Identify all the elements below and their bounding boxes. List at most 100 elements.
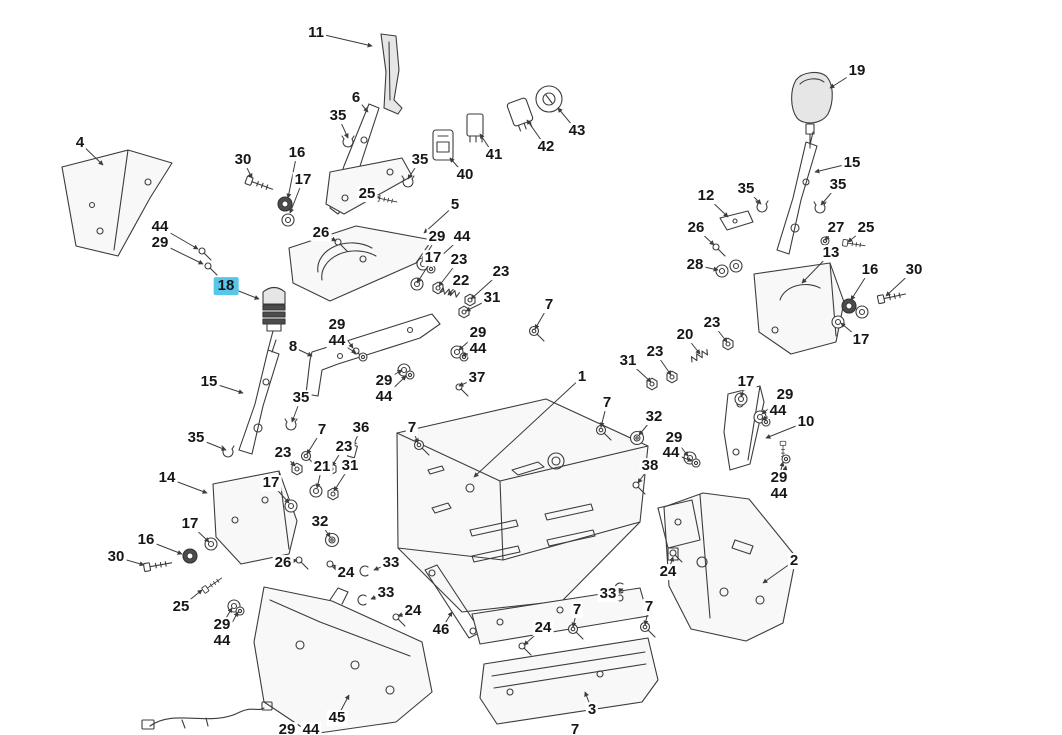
part-label-44[interactable]: 44: [660, 444, 682, 462]
part-label-7[interactable]: 7: [642, 598, 656, 616]
part-label-30[interactable]: 30: [903, 261, 925, 279]
part-label-32[interactable]: 32: [309, 513, 331, 531]
part-label-15[interactable]: 15: [841, 154, 863, 172]
part-label-25[interactable]: 25: [356, 185, 378, 203]
part-label-44[interactable]: 44: [326, 332, 348, 350]
part-label-22[interactable]: 22: [450, 272, 472, 290]
part-label-45[interactable]: 45: [326, 709, 348, 727]
part-label-29[interactable]: 29: [149, 234, 171, 252]
part-label-1[interactable]: 1: [575, 368, 589, 386]
part-label-26[interactable]: 26: [685, 219, 707, 237]
part-label-7[interactable]: 7: [568, 722, 582, 735]
part-label-44[interactable]: 44: [300, 722, 322, 735]
part-label-26[interactable]: 26: [310, 224, 332, 242]
part-label-8[interactable]: 8: [286, 338, 300, 356]
part-label-29[interactable]: 29: [774, 386, 796, 404]
part-label-15[interactable]: 15: [198, 373, 220, 391]
part-label-29[interactable]: 29: [211, 616, 233, 634]
part-label-24[interactable]: 24: [402, 602, 424, 620]
part-label-33[interactable]: 33: [597, 585, 619, 603]
part-label-23[interactable]: 23: [490, 263, 512, 281]
part-8-bracket: [305, 313, 441, 397]
part-label-17[interactable]: 17: [422, 249, 444, 267]
part-label-38[interactable]: 38: [639, 457, 661, 475]
part-label-7[interactable]: 7: [315, 421, 329, 439]
part-label-31[interactable]: 31: [481, 289, 503, 307]
part-label-23[interactable]: 23: [272, 444, 294, 462]
part-label-16[interactable]: 16: [135, 531, 157, 549]
part-label-46[interactable]: 46: [430, 621, 452, 639]
part-label-13[interactable]: 13: [820, 244, 842, 262]
part-label-17[interactable]: 17: [735, 373, 757, 391]
part-label-27[interactable]: 27: [825, 219, 847, 237]
part-label-44[interactable]: 44: [768, 485, 790, 503]
part-label-7[interactable]: 7: [542, 296, 556, 314]
part-label-44[interactable]: 44: [373, 388, 395, 406]
part-label-35[interactable]: 35: [290, 389, 312, 407]
part-label-7[interactable]: 7: [405, 419, 419, 437]
part-label-26[interactable]: 26: [272, 554, 294, 572]
part-label-44[interactable]: 44: [767, 402, 789, 420]
part-label-20[interactable]: 20: [674, 326, 696, 344]
part-label-44[interactable]: 44: [467, 340, 489, 358]
part-label-16[interactable]: 16: [859, 261, 881, 279]
part-label-44[interactable]: 44: [149, 218, 171, 236]
part-label-7[interactable]: 7: [600, 394, 614, 412]
part-label-4[interactable]: 4: [73, 134, 87, 152]
part-label-44[interactable]: 44: [211, 632, 233, 650]
part-label-12[interactable]: 12: [695, 187, 717, 205]
part-label-30[interactable]: 30: [105, 548, 127, 566]
part-label-7[interactable]: 7: [570, 601, 584, 619]
part-label-35[interactable]: 35: [185, 429, 207, 447]
part-label-23[interactable]: 23: [701, 314, 723, 332]
part-label-42[interactable]: 42: [535, 138, 557, 156]
part-label-19[interactable]: 19: [846, 62, 868, 80]
part-label-6[interactable]: 6: [349, 89, 363, 107]
part-label-43[interactable]: 43: [566, 122, 588, 140]
part-label-35[interactable]: 35: [735, 180, 757, 198]
part-label-25[interactable]: 25: [855, 219, 877, 237]
part-label-37[interactable]: 37: [466, 369, 488, 387]
part-label-18-highlighted[interactable]: 18: [213, 277, 239, 295]
part-label-24[interactable]: 24: [335, 564, 357, 582]
part-label-35[interactable]: 35: [827, 176, 849, 194]
part-label-23[interactable]: 23: [448, 251, 470, 269]
part-label-23[interactable]: 23: [333, 438, 355, 456]
part-label-24[interactable]: 24: [657, 563, 679, 581]
part-label-17[interactable]: 17: [292, 171, 314, 189]
part-label-17[interactable]: 17: [260, 474, 282, 492]
part-label-29[interactable]: 29: [373, 372, 395, 390]
part-label-31[interactable]: 31: [617, 352, 639, 370]
part-label-23[interactable]: 23: [644, 343, 666, 361]
part-label-16[interactable]: 16: [286, 144, 308, 162]
part-label-31[interactable]: 31: [339, 457, 361, 475]
part-label-14[interactable]: 14: [156, 469, 178, 487]
part-label-29[interactable]: 29: [663, 429, 685, 447]
part-label-3[interactable]: 3: [585, 701, 599, 719]
part-label-24[interactable]: 24: [532, 619, 554, 637]
part-label-35[interactable]: 35: [409, 151, 431, 169]
part-label-33[interactable]: 33: [375, 584, 397, 602]
part-label-21[interactable]: 21: [311, 458, 333, 476]
part-label-11[interactable]: 11: [306, 24, 326, 42]
part-label-40[interactable]: 40: [454, 166, 476, 184]
part-label-41[interactable]: 41: [483, 146, 505, 164]
part-label-17[interactable]: 17: [179, 515, 201, 533]
part-label-29[interactable]: 29: [326, 316, 348, 334]
part-label-29[interactable]: 29: [276, 722, 298, 735]
part-label-29[interactable]: 29: [467, 324, 489, 342]
part-label-10[interactable]: 10: [795, 413, 817, 431]
part-label-17[interactable]: 17: [850, 331, 872, 349]
part-label-32[interactable]: 32: [643, 408, 665, 426]
part-label-25[interactable]: 25: [170, 598, 192, 616]
part-label-5[interactable]: 5: [448, 196, 462, 214]
part-label-36[interactable]: 36: [350, 419, 372, 437]
part-label-33[interactable]: 33: [380, 554, 402, 572]
part-label-2[interactable]: 2: [787, 552, 801, 570]
part-label-29[interactable]: 29: [426, 228, 448, 246]
part-label-44[interactable]: 44: [451, 228, 473, 246]
part-label-28[interactable]: 28: [684, 256, 706, 274]
part-label-35[interactable]: 35: [327, 107, 349, 125]
part-label-29[interactable]: 29: [768, 469, 790, 487]
part-label-30[interactable]: 30: [232, 151, 254, 169]
